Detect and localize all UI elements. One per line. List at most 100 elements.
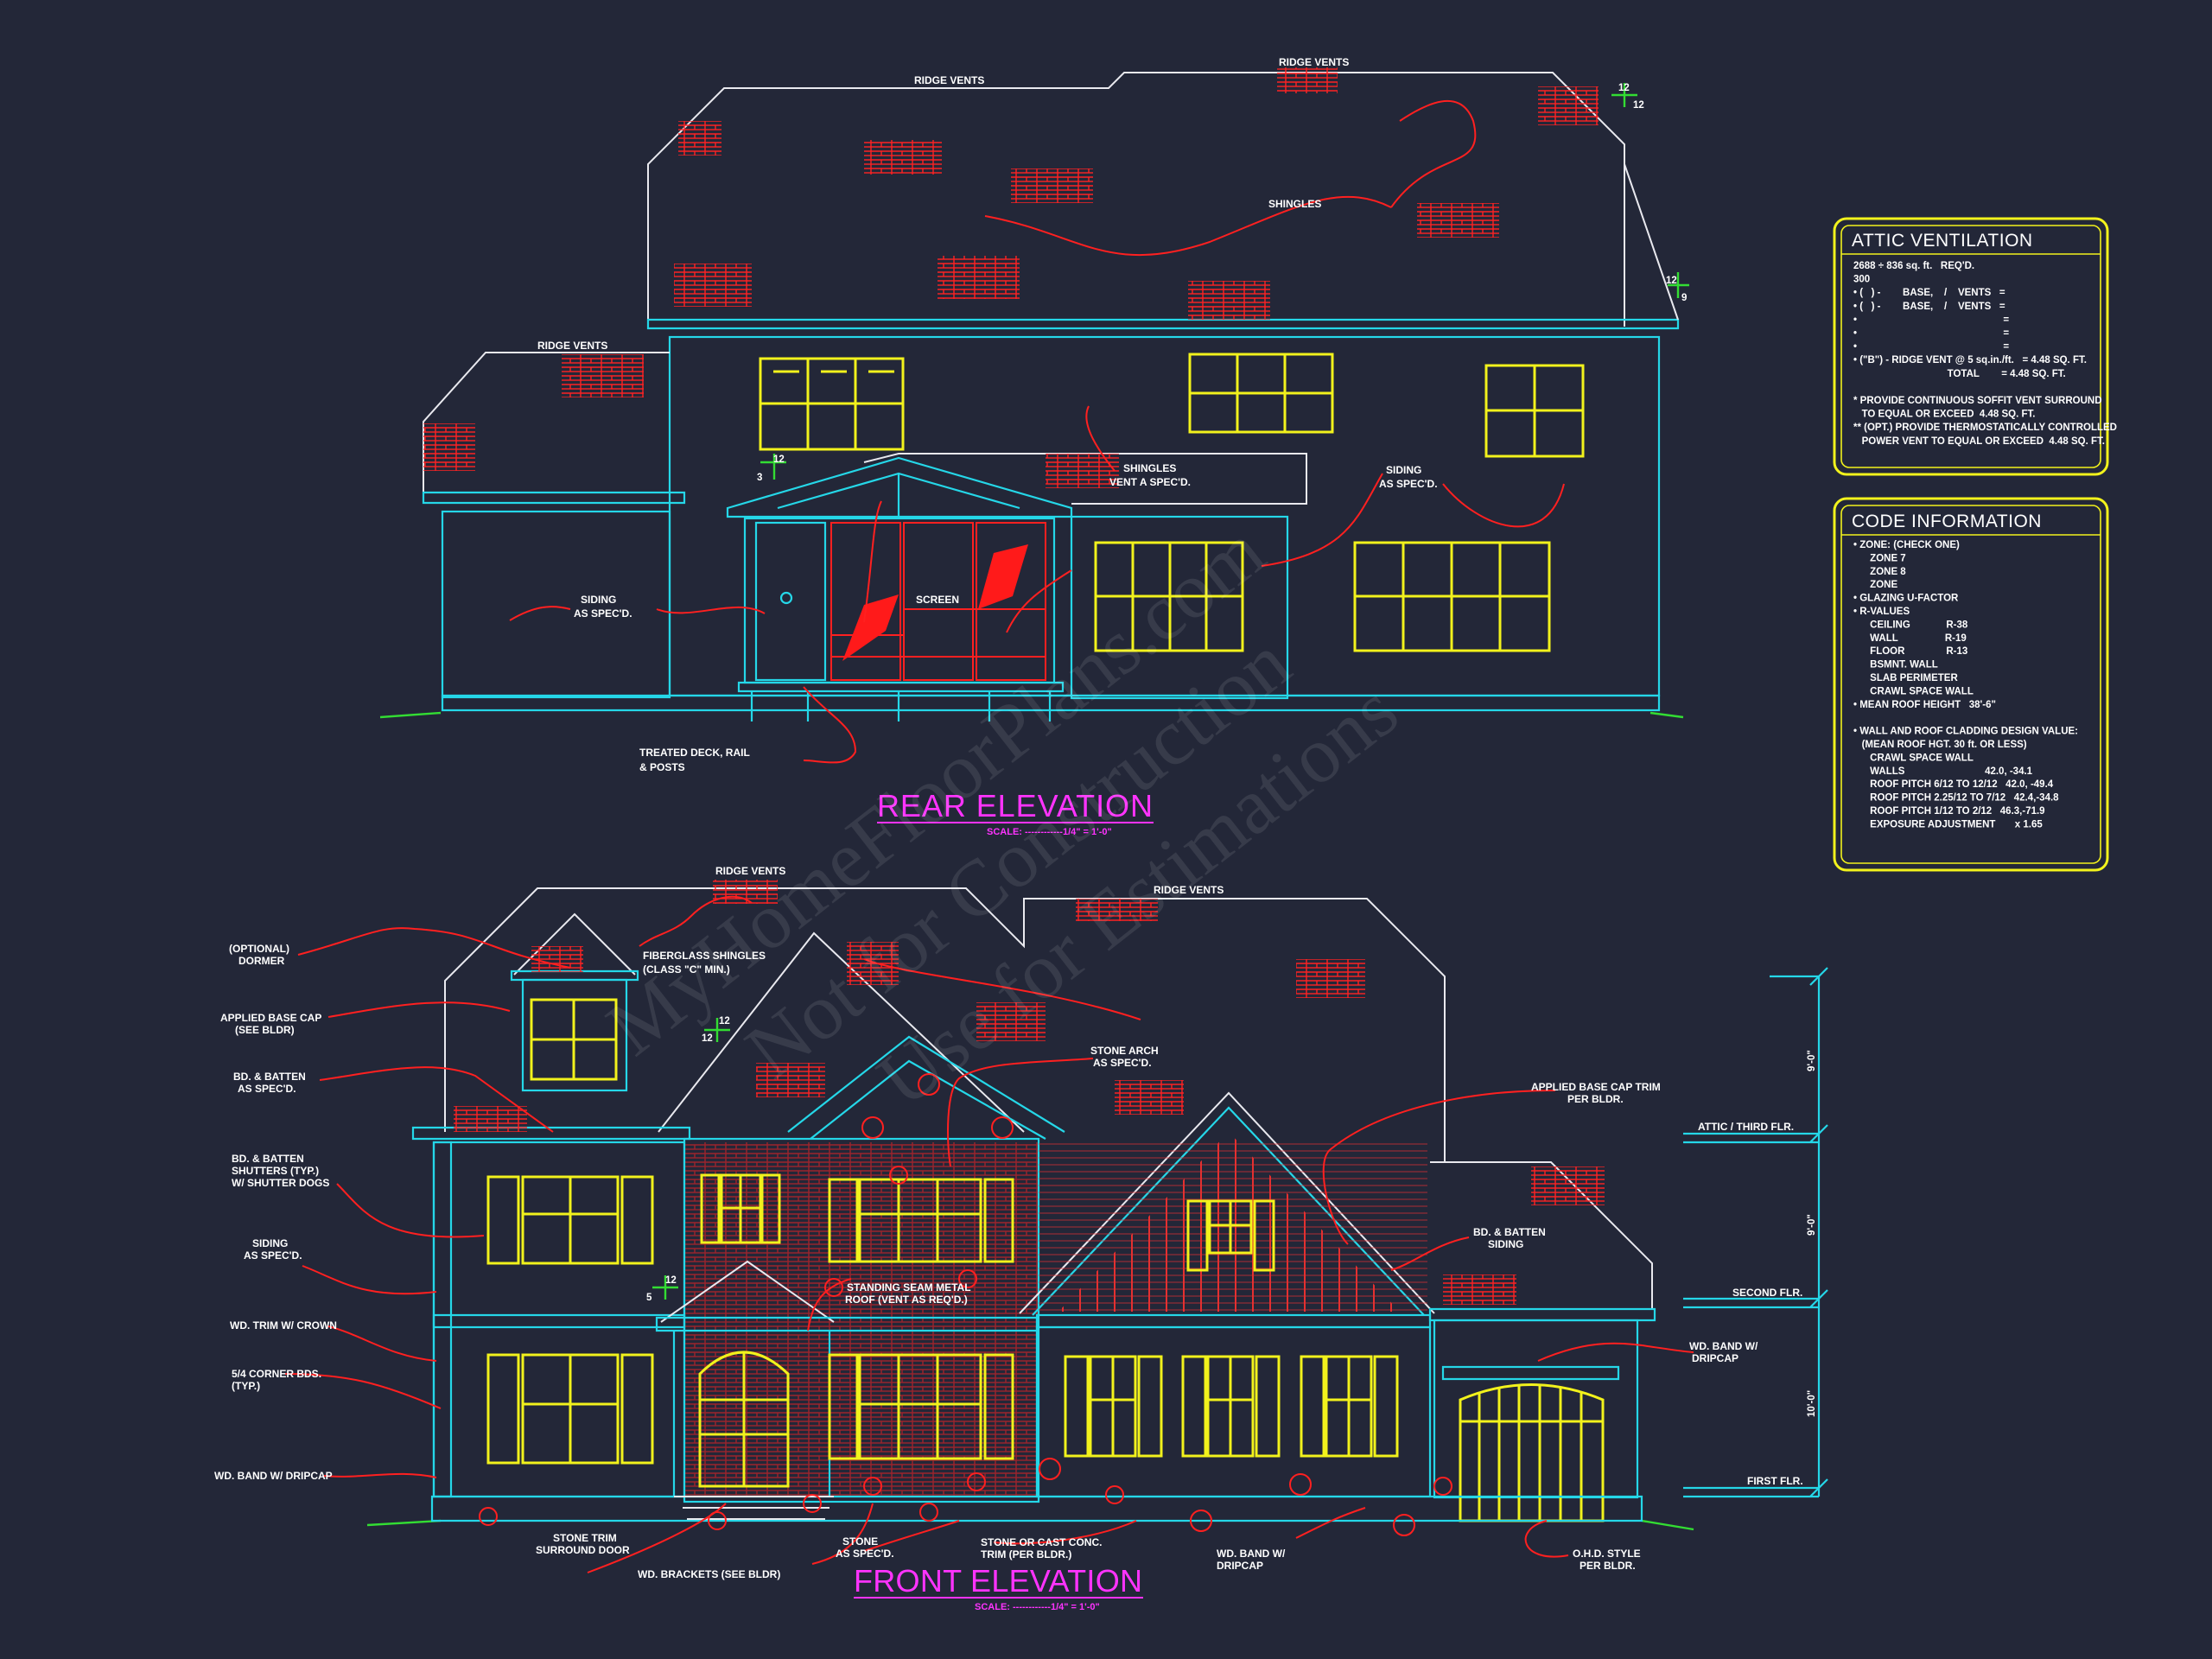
front-shutter-r2b bbox=[1255, 1355, 1281, 1458]
front-label-bd-batten-1: BD. & BATTEN bbox=[233, 1071, 306, 1083]
front-left-wall bbox=[432, 1141, 686, 1498]
front-label-cast-2: TRIM (PER BLDR.) bbox=[981, 1548, 1071, 1560]
rear-main-roof bbox=[647, 72, 1625, 327]
attic-box-line-11: TO EQUAL OR EXCEED 4.48 SQ. FT. bbox=[1853, 410, 2035, 420]
front-label-band-right-2: DRIPCAP bbox=[1692, 1352, 1738, 1364]
front-shutter-upper-left-a bbox=[486, 1175, 520, 1265]
front-label-band-bottom-1: WD. BAND W/ bbox=[1217, 1548, 1286, 1560]
front-labels: RIDGE VENTS RIDGE VENTS (OPTIONAL) DORME… bbox=[214, 865, 1817, 1612]
front-pitch-b-1: 5 bbox=[646, 1293, 652, 1303]
rear-label-shingles-vent-2: VENT A SPEC'D. bbox=[1109, 476, 1191, 488]
front-label-bd-batten-siding-1: BD. & BATTEN bbox=[1473, 1226, 1546, 1238]
front-stone-arch-gable bbox=[787, 1035, 1065, 1133]
attic-box-line-6: • = bbox=[1853, 342, 2009, 353]
rear-label-shingles-vent-1: SHINGLES bbox=[1123, 462, 1176, 474]
front-garage-door-trim bbox=[1441, 1365, 1620, 1381]
rear-deck bbox=[737, 681, 1065, 721]
rear-right-wing bbox=[1070, 515, 1289, 700]
front-center-gable bbox=[658, 931, 1025, 1133]
rear-label-ridge-vents-1: RIDGE VENTS bbox=[914, 74, 984, 86]
code-box-line-2: ZONE 8 bbox=[1853, 567, 1906, 577]
code-box-line-20: ROOF PITCH 1/12 TO 2/12 46.3,-71.9 bbox=[1853, 806, 2045, 817]
attic-box-line-5: • = bbox=[1853, 328, 2009, 339]
front-shutter-upper-center-b bbox=[983, 1178, 1014, 1263]
front-label-metal-roof-1: STANDING SEAM METAL bbox=[847, 1281, 971, 1294]
front-leader-lines bbox=[284, 895, 1694, 1573]
front-label-dormer-1: (OPTIONAL) bbox=[229, 943, 289, 955]
front-dormer-window bbox=[530, 998, 618, 1081]
front-garage-wall bbox=[1433, 1319, 1639, 1499]
front-label-ridge-vents-1: RIDGE VENTS bbox=[715, 865, 785, 877]
code-box-line-17: WALLS 42.0, -34.1 bbox=[1853, 766, 2033, 777]
rear-door-knob bbox=[779, 591, 793, 605]
code-box-line-4: • GLAZING U-FACTOR bbox=[1853, 594, 1959, 604]
front-label-shutters-2: SHUTTERS (TYP.) bbox=[232, 1165, 319, 1177]
front-ground-line bbox=[366, 1519, 1694, 1531]
code-box-line-0: • ZONE: (CHECK ONE) bbox=[1853, 540, 1960, 550]
rear-roof-right-line bbox=[1624, 163, 1679, 321]
front-dim-3: 10'-0" bbox=[1807, 1390, 1817, 1417]
front-shutter-upper-small-a bbox=[700, 1173, 721, 1244]
front-level-markers bbox=[1683, 967, 1828, 1498]
front-porch-steps bbox=[674, 1496, 834, 1520]
attic-box-line-12: ** (OPT.) PROVIDE THERMOSTATICALLY CONTR… bbox=[1853, 423, 2117, 433]
front-shutter-lower-center-a bbox=[828, 1353, 859, 1460]
front-window-lower-center bbox=[858, 1353, 982, 1460]
rear-pitch-symbols bbox=[760, 83, 1689, 480]
attic-box-line-7: • ("B") - RIDGE VENT @ 5 sq.in./ft. = 4.… bbox=[1853, 355, 2087, 365]
front-right-band bbox=[1035, 1313, 1432, 1329]
front-shutter-r1b bbox=[1137, 1355, 1163, 1458]
front-dim-1: 9'-0" bbox=[1807, 1050, 1817, 1071]
code-box-line-3: ZONE bbox=[1853, 580, 1897, 590]
rear-pitch-c-2: 3 bbox=[757, 473, 762, 483]
front-main-roof bbox=[444, 887, 1446, 1162]
front-garage-door bbox=[1459, 1383, 1605, 1522]
front-level-first: FIRST FLR. bbox=[1747, 1475, 1803, 1487]
rear-leader-lines bbox=[509, 99, 1565, 764]
code-box-line-11: CRAWL SPACE WALL bbox=[1853, 686, 1974, 696]
front-stone-arch-gable-inner bbox=[810, 1059, 1046, 1140]
front-label-siding-2: AS SPEC'D. bbox=[244, 1249, 302, 1262]
front-label-stone-1: STONE bbox=[842, 1535, 878, 1548]
front-label-band-bottom-2: DRIPCAP bbox=[1217, 1560, 1263, 1572]
rear-screen-panel-2 bbox=[903, 522, 974, 681]
attic-ventilation-box: ATTIC VENTILATION 2688 ÷ 836 sq. ft. REQ… bbox=[1833, 217, 2117, 476]
rear-ground-line bbox=[379, 711, 1684, 719]
rear-screen-panel-1 bbox=[830, 522, 901, 681]
rear-elevation-title: REAR ELEVATION bbox=[877, 788, 1154, 823]
front-label-band-left: WD. BAND W/ DRIPCAP bbox=[214, 1470, 333, 1482]
front-garage-eave bbox=[1428, 1307, 1656, 1322]
rear-labels: RIDGE VENTS RIDGE VENTS RIDGE VENTS SHIN… bbox=[537, 56, 1687, 837]
code-box-line-9: BSMNT. WALL bbox=[1853, 660, 1938, 671]
attic-box-line-0: 2688 ÷ 836 sq. ft. REQ'D. bbox=[1853, 261, 1974, 271]
rear-label-screen: SCREEN bbox=[916, 594, 959, 606]
rear-pitch-b-1: 12 bbox=[1666, 276, 1677, 286]
front-window-upper-left bbox=[521, 1175, 620, 1265]
rear-porch-roof bbox=[863, 453, 1307, 505]
front-window-lower-right-2 bbox=[1206, 1355, 1255, 1458]
rear-roof-fascia bbox=[646, 318, 1680, 330]
front-elevation-title: FRONT ELEVATION bbox=[854, 1563, 1143, 1599]
front-label-ohd-2: PER BLDR. bbox=[1580, 1560, 1636, 1572]
front-level-attic: ATTIC / THIRD FLR. bbox=[1698, 1121, 1794, 1133]
code-box-line-15: (MEAN ROOF HGT. 30 ft. OR LESS) bbox=[1853, 740, 2027, 750]
front-pitch-b-2: 12 bbox=[665, 1275, 677, 1286]
code-box-title: CODE INFORMATION bbox=[1852, 512, 2042, 531]
front-label-base-cap-2: (SEE BLDR) bbox=[235, 1024, 295, 1036]
rear-label-siding-right-2: AS SPEC'D. bbox=[1379, 478, 1438, 490]
front-pitch-symbols bbox=[652, 1018, 730, 1300]
front-shutter-upper-center-a bbox=[828, 1178, 859, 1263]
front-level-second: SECOND FLR. bbox=[1732, 1287, 1802, 1299]
watermark-line-1: MyHomeFloorPlans.com bbox=[591, 506, 1281, 1072]
rear-base-trim bbox=[441, 694, 1661, 712]
front-elevation-drawing bbox=[284, 880, 1828, 1573]
front-label-bd-batten-siding-2: SIDING bbox=[1488, 1238, 1523, 1250]
front-window-gable bbox=[1208, 1199, 1253, 1255]
front-shutter-r3b bbox=[1373, 1355, 1399, 1458]
front-shutter-upper-left-b bbox=[620, 1175, 654, 1265]
front-window-upper-center bbox=[858, 1178, 982, 1263]
front-label-metal-roof-2: ROOF (VENT AS REQ'D.) bbox=[845, 1294, 968, 1306]
front-shutter-gable-b bbox=[1253, 1199, 1275, 1272]
front-label-shutters-3: W/ SHUTTER DOGS bbox=[232, 1177, 329, 1189]
rear-screen-reflection-1 bbox=[842, 594, 899, 661]
